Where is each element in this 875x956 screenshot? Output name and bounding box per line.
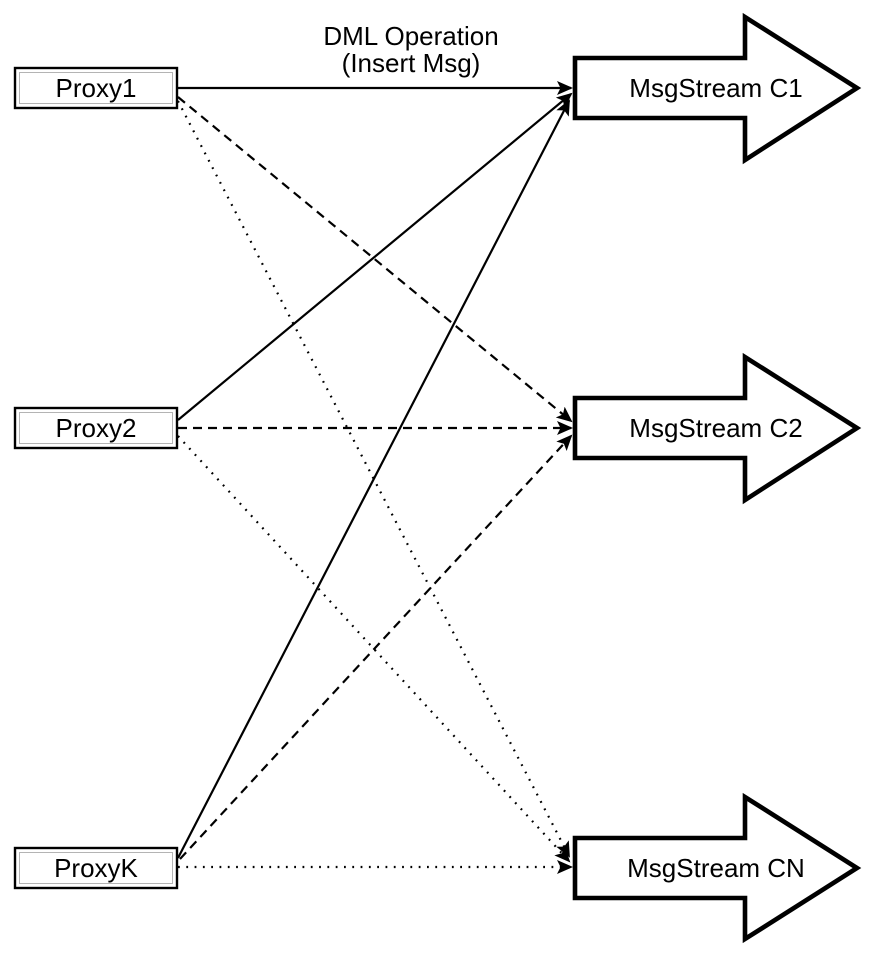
- proxy2-box: [13, 406, 179, 450]
- proxy2-box-inner: [19, 412, 173, 444]
- msgstream-c2-label: MsgStream C2: [629, 413, 802, 443]
- msgstream-cn-arrow-shape: [572, 792, 862, 944]
- msgstream-c1-node: MsgStream C1: [572, 12, 862, 165]
- proxy1-box-inner: [19, 72, 173, 104]
- edge-proxy1-to-cn: [177, 100, 570, 858]
- msgstream-c2-node: MsgStream C2: [572, 352, 862, 505]
- msgstream-c1-label: MsgStream C1: [629, 73, 802, 103]
- edge-proxyk-to-c1: [177, 99, 570, 859]
- edge-layer: [177, 81, 573, 874]
- msgstream-cn-node: MsgStream CN: [572, 792, 862, 944]
- proxy1-label: Proxy1: [56, 73, 137, 103]
- dml-operation-label-line2: (Insert Msg): [342, 48, 481, 78]
- msgstream-c1-arrow-shape: [572, 12, 862, 165]
- proxyk-box: [13, 846, 179, 890]
- proxy2-node: Proxy2: [13, 406, 179, 450]
- proxy2-label: Proxy2: [56, 413, 137, 443]
- proxy1-node: Proxy1: [13, 66, 179, 110]
- proxyk-box-inner: [19, 852, 173, 884]
- edge-proxyk-to-c2: [179, 434, 573, 860]
- msgstream-c2-arrow-shape: [572, 352, 862, 505]
- proxy1-box: [13, 66, 179, 110]
- msgstream-cn-label: MsgStream CN: [627, 853, 805, 883]
- proxyk-node: ProxyK: [13, 846, 179, 890]
- edge-proxy1-to-c2: [177, 96, 573, 423]
- dml-operation-label-line1: DML Operation: [323, 21, 498, 51]
- edge-proxy2-to-c1: [177, 92, 573, 421]
- proxyk-label: ProxyK: [54, 853, 138, 883]
